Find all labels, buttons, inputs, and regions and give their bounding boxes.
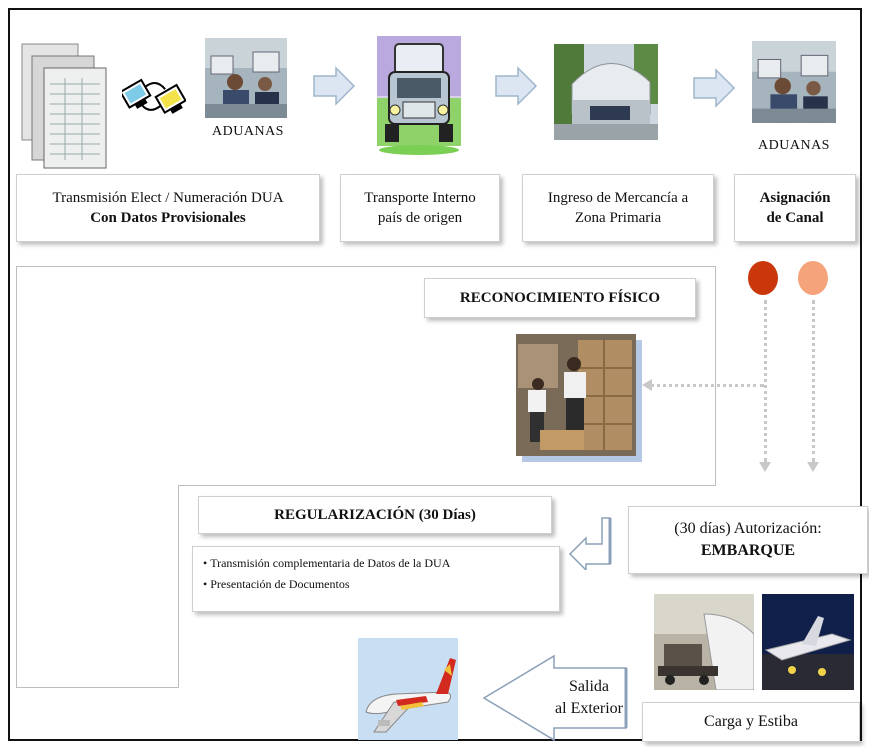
carga-box: Carga y Estiba — [642, 702, 860, 742]
forklift-photo — [516, 334, 636, 456]
salida-arrow-icon — [482, 654, 628, 742]
salida-line2: al Exterior — [555, 700, 623, 717]
regularizacion-region-border — [16, 485, 179, 688]
arrow-down-small-icon — [759, 462, 771, 472]
regularizacion-list-box: • Transmisión complementaria de Datos de… — [192, 546, 560, 612]
step-transporte-line1: Transporte Interno — [364, 189, 476, 206]
arrow-right-icon — [313, 66, 356, 106]
warehouse-photo — [554, 44, 658, 140]
arrow-down-small-icon — [807, 462, 819, 472]
salida-line1: Salida — [569, 678, 609, 695]
step-ingreso-box: Ingreso de Mercancía a Zona Primaria — [522, 174, 714, 242]
computers-exchange-icon — [122, 78, 186, 114]
red-channel-dot — [748, 261, 778, 295]
reconocimiento-connector — [650, 384, 764, 387]
step-transporte-box: Transporte Interno país de origen — [340, 174, 500, 242]
list-item-text: Transmisión complementaria de Datos de l… — [210, 556, 451, 570]
step-transporte-line2: país de origen — [377, 210, 463, 226]
reconocimiento-title: RECONOCIMIENTO FÍSICO — [459, 289, 661, 306]
reconocimiento-region-border — [16, 266, 716, 486]
step-ingreso-line2: Zona Primaria — [574, 210, 662, 226]
orange-channel-dot — [798, 261, 828, 295]
step-asignacion-box: Asignación de Canal — [734, 174, 856, 242]
documents-icon — [21, 43, 107, 169]
arrow-left-icon — [568, 517, 612, 570]
step-transmision-box: Transmisión Elect / Numeración DUA Con D… — [16, 174, 320, 242]
step-transmision-line1: Transmisión Elect / Numeración DUA — [52, 189, 284, 206]
regularizacion-title-box: REGULARIZACIÓN (30 Días) — [198, 496, 552, 534]
office-workers-photo — [205, 38, 287, 118]
region-divider — [178, 485, 716, 486]
arrow-right-icon — [495, 66, 538, 106]
embarque-line2: EMBARQUE — [700, 542, 796, 559]
truck-icon — [377, 36, 461, 155]
office-workers-photo — [752, 41, 836, 123]
arrow-right-icon — [693, 68, 736, 108]
step-asignacion-line2: de Canal — [766, 210, 824, 226]
step-asignacion-line1: Asignación — [759, 189, 831, 206]
arrow-left-small-icon — [642, 379, 652, 391]
airport-loading-photo — [654, 594, 754, 690]
step-ingreso-line1: Ingreso de Mercancía a — [547, 189, 689, 206]
list-item: • Presentación de Documentos — [203, 577, 350, 591]
regularizacion-list: • Transmisión complementaria de Datos de… — [193, 547, 450, 595]
step-transmision-line2: Con Datos Provisionales — [90, 210, 246, 226]
aduanas-label-2: ADUANAS — [742, 138, 846, 154]
embarque-line1: (30 días) Autorización: — [674, 520, 822, 538]
airplane-icon — [358, 638, 458, 740]
list-item: • Transmisión complementaria de Datos de… — [203, 556, 451, 570]
reconocimiento-title-box: RECONOCIMIENTO FÍSICO — [424, 278, 696, 318]
carga-label: Carga y Estiba — [704, 713, 798, 731]
orange-channel-connector — [812, 300, 815, 462]
red-channel-connector — [764, 300, 767, 462]
regularizacion-title: REGULARIZACIÓN (30 Días) — [274, 506, 476, 523]
list-item-text: Presentación de Documentos — [210, 577, 350, 591]
salida-label: Salida al Exterior — [548, 676, 630, 720]
aduanas-label-1: ADUANAS — [200, 124, 296, 140]
embarque-box: (30 días) Autorización: EMBARQUE — [628, 506, 868, 574]
airport-loading-photo — [762, 594, 854, 690]
